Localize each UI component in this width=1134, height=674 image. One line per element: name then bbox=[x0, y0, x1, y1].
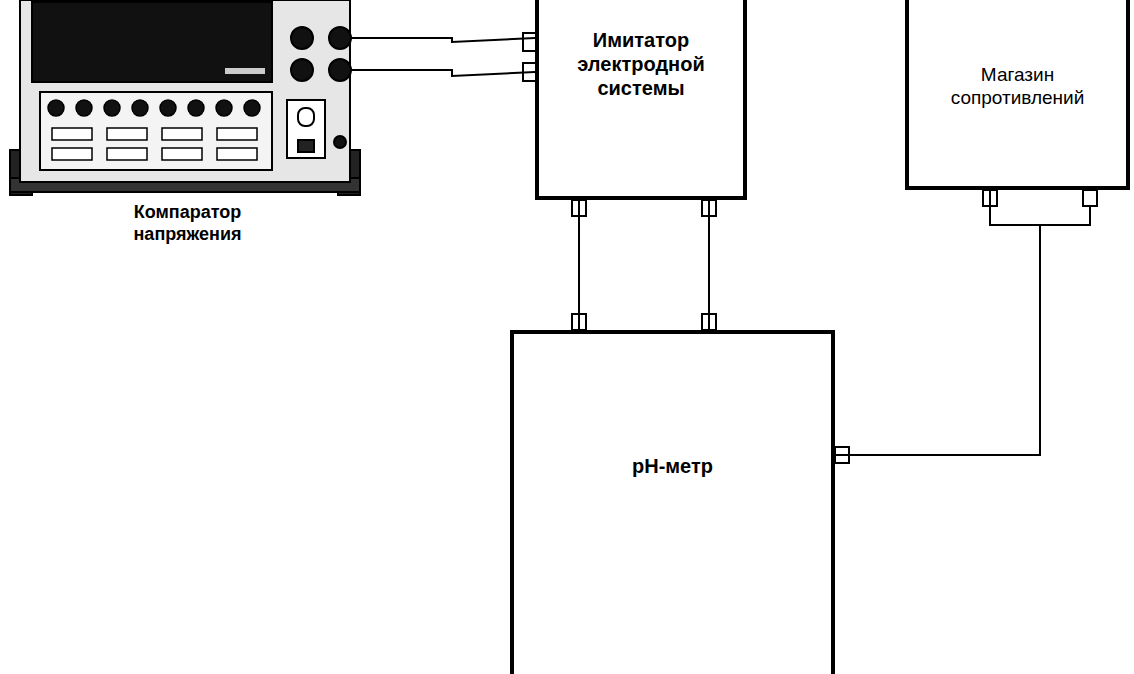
connector bbox=[370, 38, 535, 42]
comparator-instrument bbox=[10, 0, 370, 195]
connector bbox=[578, 200, 580, 330]
resistance-box: Магазин сопротивлений bbox=[905, 0, 1130, 190]
connector bbox=[370, 70, 535, 76]
simulator-box: Имитатор электродной системы bbox=[535, 0, 747, 200]
node-label: Имитатор электродной системы bbox=[566, 28, 716, 100]
node-label: Компаратор напряжения bbox=[113, 202, 263, 245]
instrument-node: Компаратор напряжения bbox=[5, 0, 370, 255]
node-label: Магазин сопротивлений bbox=[933, 64, 1103, 110]
node-label: pH-метр bbox=[573, 454, 773, 478]
connector bbox=[835, 190, 1040, 455]
bracket-wire bbox=[1040, 206, 1090, 225]
connector bbox=[708, 200, 710, 330]
ph-meter-box: pH-метр bbox=[510, 330, 835, 674]
